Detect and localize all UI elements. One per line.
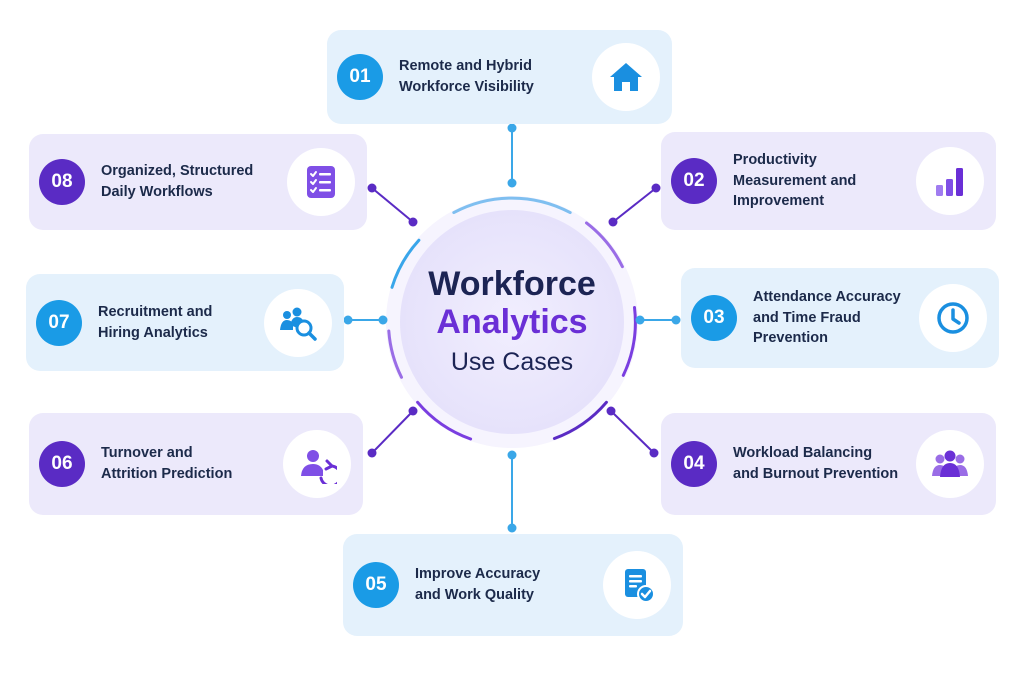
use-case-number: 07 bbox=[36, 299, 82, 346]
checklist-icon bbox=[287, 148, 355, 216]
use-case-card-02: 02 Productivity Measurement and Improvem… bbox=[661, 132, 996, 230]
use-case-label: Productivity Measurement and Improvement bbox=[733, 152, 857, 210]
use-case-number: 06 bbox=[39, 441, 85, 487]
hub-ring bbox=[387, 196, 637, 441]
hub-title-line2: Analytics bbox=[436, 302, 588, 341]
hub-title-line3: Use Cases bbox=[450, 347, 574, 376]
document-check-icon bbox=[603, 551, 671, 619]
use-case-number: 03 bbox=[691, 295, 737, 341]
use-case-card-05: 05 Improve Accuracy and Work Quality bbox=[343, 534, 683, 636]
use-case-number: 04 bbox=[671, 441, 717, 487]
use-case-number: 02 bbox=[671, 158, 717, 204]
use-case-label: Remote and Hybrid Workforce Visibility bbox=[399, 58, 534, 95]
use-case-card-01: 01 Remote and Hybrid Workforce Visibilit… bbox=[327, 30, 672, 124]
team-icon bbox=[916, 430, 984, 498]
use-case-label: Organized, Structured Daily Workflows bbox=[101, 163, 254, 200]
user-return-icon bbox=[283, 430, 351, 498]
use-case-label: Turnover and Attrition Prediction bbox=[101, 445, 233, 482]
use-case-label: Recruitment and Hiring Analytics bbox=[98, 303, 213, 341]
use-case-label: Attendance Accuracy and Time Fraud Preve… bbox=[753, 289, 901, 347]
hub-disc bbox=[400, 210, 624, 434]
use-case-number: 01 bbox=[337, 54, 383, 100]
use-case-number: 08 bbox=[39, 159, 85, 205]
connector-lines bbox=[348, 128, 676, 528]
use-case-label: Improve Accuracy and Work Quality bbox=[415, 566, 541, 603]
people-search-icon bbox=[264, 288, 332, 357]
bar-chart-icon bbox=[916, 147, 984, 215]
hub-title: Workforce Analytics Use Cases bbox=[388, 222, 636, 422]
use-case-card-03: 03 Attendance Accuracy and Time Fraud Pr… bbox=[681, 268, 999, 368]
hub-title-line1: Workforce bbox=[428, 265, 596, 304]
use-case-card-04: 04 Workload Balancing and Burnout Preven… bbox=[661, 413, 996, 515]
use-case-card-07: 07 Recruitment and Hiring Analytics bbox=[26, 274, 344, 371]
use-case-label: Workload Balancing and Burnout Preventio… bbox=[733, 445, 899, 482]
use-case-card-06: 06 Turnover and Attrition Prediction bbox=[29, 413, 363, 515]
home-icon bbox=[592, 43, 660, 111]
connector-dots bbox=[343, 123, 681, 533]
use-case-card-08: 08 Organized, Structured Daily Workflows bbox=[29, 134, 367, 230]
clock-icon bbox=[919, 284, 987, 352]
use-case-number: 05 bbox=[353, 562, 399, 608]
